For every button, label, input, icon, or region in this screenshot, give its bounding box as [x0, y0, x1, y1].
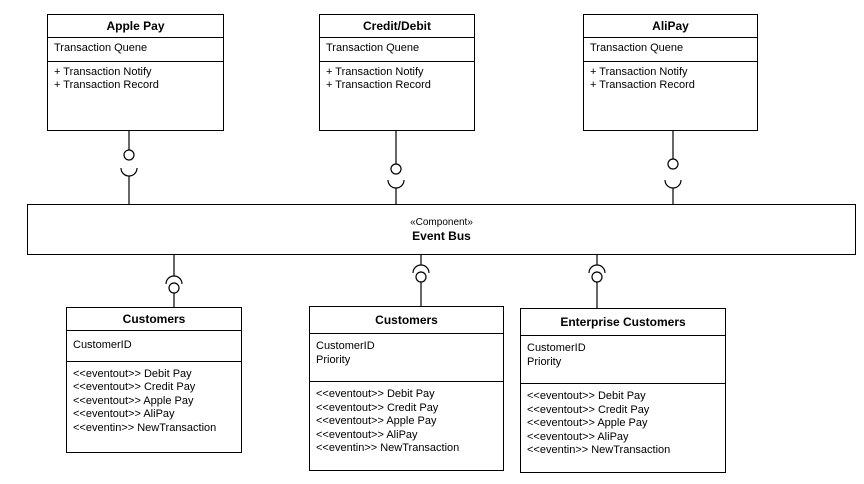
required-interface-socket [387, 179, 405, 189]
operation: <<eventout>> Debit Pay [316, 388, 435, 400]
class-attributes: CustomerID [67, 331, 241, 362]
attribute: Transaction Quene [54, 42, 148, 54]
attribute: CustomerID [73, 339, 132, 351]
provided-interface-lollipop [123, 149, 135, 161]
attribute: Transaction Quene [590, 42, 684, 54]
class-name: Customers [67, 308, 241, 331]
provided-interface-lollipop [667, 158, 679, 170]
operation: <<eventout>> Debit Pay [73, 367, 192, 380]
class-name: Apple Pay [48, 15, 223, 38]
required-interface-socket [412, 264, 430, 274]
class-attributes: CustomerID Priority [310, 334, 503, 382]
provided-interface-lollipop [415, 271, 427, 283]
operation: <<eventout>> Credit Pay [527, 403, 650, 416]
component-name: Event Bus [412, 229, 471, 243]
operation: + Transaction Record [590, 79, 695, 91]
attribute: CustomerID [316, 340, 375, 352]
customers-priority-class[interactable]: Customers CustomerID Priority <<eventout… [309, 306, 504, 471]
class-operations: + Transaction Notify + Transaction Recor… [48, 62, 223, 97]
class-operations: + Transaction Notify + Transaction Recor… [584, 62, 757, 97]
operation: <<eventout>> Credit Pay [73, 381, 196, 393]
operation: <<eventout>> AliPay [316, 428, 418, 441]
attribute: CustomerID [527, 342, 586, 354]
operation: <<eventout>> Apple Pay [527, 417, 648, 429]
provided-interface-lollipop [168, 282, 180, 294]
class-operations: <<eventout>> Debit Pay <<eventout>> Cred… [310, 382, 503, 460]
operation: + Transaction Record [326, 79, 431, 91]
credit-debit-class[interactable]: Credit/Debit Transaction Quene + Transac… [319, 14, 475, 131]
component-stereotype: «Component» [410, 217, 473, 228]
class-operations: + Transaction Notify + Transaction Recor… [320, 62, 474, 97]
required-interface-socket [120, 167, 138, 177]
operation: <<eventin>> NewTransaction [316, 442, 460, 454]
operation: + Transaction Notify [54, 65, 152, 78]
customers-class[interactable]: Customers CustomerID <<eventout>> Debit … [66, 307, 242, 453]
provided-interface-lollipop [390, 163, 402, 175]
attribute: Priority [316, 353, 351, 366]
class-operations: <<eventout>> Debit Pay <<eventout>> Cred… [67, 362, 241, 440]
operation: <<eventout>> AliPay [527, 430, 629, 443]
required-interface-socket [165, 275, 183, 285]
operation: + Transaction Notify [326, 65, 424, 78]
class-attributes: Transaction Quene [320, 38, 474, 62]
alipay-class[interactable]: AliPay Transaction Quene + Transaction N… [583, 14, 758, 131]
class-attributes: CustomerID Priority [521, 336, 725, 384]
operation: <<eventout>> AliPay [73, 408, 175, 420]
class-name: Credit/Debit [320, 15, 474, 38]
class-attributes: Transaction Quene [48, 38, 223, 62]
class-name: Customers [310, 307, 503, 334]
required-interface-socket [664, 179, 682, 189]
operation: + Transaction Record [54, 79, 159, 91]
apple-pay-class[interactable]: Apple Pay Transaction Quene + Transactio… [47, 14, 224, 131]
operation: + Transaction Notify [590, 65, 688, 78]
enterprise-customers-class[interactable]: Enterprise Customers CustomerID Priority… [520, 308, 726, 473]
class-name: AliPay [584, 15, 757, 38]
attribute: Transaction Quene [326, 42, 420, 54]
operation: <<eventout>> Apple Pay [73, 394, 194, 407]
required-interface-socket [588, 264, 606, 274]
operation: <<eventout>> Apple Pay [316, 415, 437, 427]
class-operations: <<eventout>> Debit Pay <<eventout>> Cred… [521, 384, 725, 462]
operation: <<eventout>> Credit Pay [316, 401, 439, 414]
class-name: Enterprise Customers [521, 309, 725, 336]
attribute: Priority [527, 355, 562, 368]
event-bus-component[interactable]: «Component» Event Bus [27, 204, 856, 255]
operation: <<eventin>> NewTransaction [73, 421, 217, 434]
provided-interface-lollipop [591, 271, 603, 283]
class-attributes: Transaction Quene [584, 38, 757, 62]
operation: <<eventin>> NewTransaction [527, 444, 671, 456]
operation: <<eventout>> Debit Pay [527, 390, 646, 402]
